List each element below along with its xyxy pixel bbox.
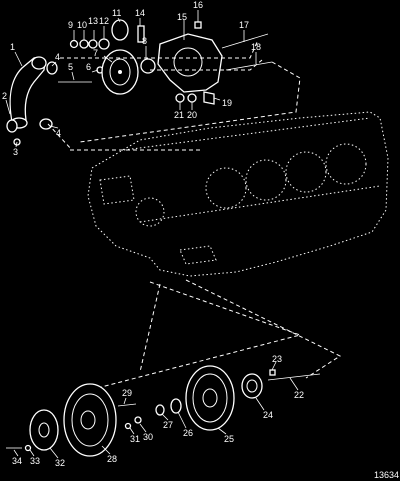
seal-24-inner	[246, 379, 258, 393]
hose-clamp-lower	[39, 118, 53, 130]
stud-29	[117, 403, 137, 407]
callout-30: 30	[143, 432, 153, 442]
key-23	[269, 369, 276, 376]
washer-20	[187, 93, 197, 103]
callout-24: 24	[263, 410, 273, 420]
crankshaft-pulley-hub	[80, 410, 96, 430]
front-bore	[135, 197, 165, 227]
callout-2: 2	[2, 91, 7, 101]
callout-32: 32	[55, 458, 65, 468]
washer-30	[134, 416, 142, 424]
bolt-27	[155, 404, 165, 416]
callout-14: 14	[135, 8, 145, 18]
harmonic-balancer-ring	[192, 373, 228, 423]
bearing-12	[98, 38, 110, 50]
harmonic-balancer	[185, 365, 235, 431]
callout-34: 34	[12, 456, 22, 466]
callout-4-upper: 4	[55, 52, 60, 62]
callout-28: 28	[107, 454, 117, 464]
callout-5: 5	[68, 62, 73, 72]
callout-22: 22	[294, 390, 304, 400]
callout-19: 19	[222, 98, 232, 108]
stud-17	[221, 33, 269, 49]
callout-3: 3	[13, 147, 18, 157]
callout-25: 25	[224, 434, 234, 444]
callout-26: 26	[183, 428, 193, 438]
hose-clamp-left	[6, 119, 18, 133]
callout-12: 12	[99, 16, 109, 26]
pulley-32-hub	[38, 422, 50, 438]
lower-dashed-guides	[89, 279, 342, 391]
washer-26	[170, 398, 182, 414]
stud-18	[225, 61, 273, 71]
callout-6: 6	[86, 62, 91, 72]
callout-1: 1	[10, 42, 15, 52]
washer-31	[124, 422, 132, 430]
leader-lines	[5, 10, 299, 459]
seal-24	[241, 373, 263, 399]
key-14	[137, 25, 145, 43]
figure-reference-number: 13634	[374, 470, 399, 480]
gasket-19	[203, 91, 215, 105]
callout-11: 11	[112, 8, 121, 18]
callout-33: 33	[30, 456, 40, 466]
callout-29: 29	[122, 388, 132, 398]
hose-end-top	[31, 56, 47, 70]
upper-assembly	[6, 19, 273, 146]
water-pump-seal	[140, 58, 156, 74]
hose-clamp-upper	[46, 61, 58, 75]
crankshaft-pulley-ring	[71, 393, 109, 447]
callout-numbers: 1 2 3 4 4 5 6 7 8 9 10 13 12 11 14 15 16…	[2, 0, 304, 468]
pulley-32	[29, 409, 59, 451]
washer-9	[69, 39, 79, 49]
callout-16: 16	[193, 0, 203, 10]
callout-7: 7	[93, 48, 98, 58]
cylinder-bore-4	[325, 143, 367, 185]
washer-13	[88, 39, 98, 49]
lower-assembly	[6, 365, 321, 457]
callout-13: 13	[88, 16, 98, 26]
callout-21: 21	[174, 110, 184, 120]
callout-8: 8	[142, 36, 147, 46]
engine-block	[87, 111, 389, 277]
pump-pulley-hub	[118, 70, 122, 74]
nut-10	[79, 39, 89, 49]
washer-21	[175, 93, 185, 103]
callout-9: 9	[68, 20, 73, 30]
callout-27: 27	[163, 420, 173, 430]
water-pump-body	[157, 33, 223, 93]
hub-11	[111, 19, 129, 41]
callout-4-lower: 4	[56, 128, 61, 138]
bolt-22	[267, 373, 321, 381]
upper-dashed-guides	[47, 39, 301, 151]
callout-31: 31	[130, 434, 140, 444]
callout-18: 18	[251, 42, 261, 52]
harmonic-balancer-hub	[202, 388, 218, 408]
fitting-16	[194, 21, 202, 29]
cylinder-bore-2	[245, 159, 287, 201]
water-pump-impeller	[173, 47, 203, 77]
cylinder-bore-1	[205, 167, 247, 209]
pump-pulley-inner	[109, 58, 131, 86]
cylinder-bore-3	[285, 151, 327, 193]
callout-20: 20	[187, 110, 197, 120]
callout-15: 15	[177, 12, 187, 22]
callout-17: 17	[239, 20, 249, 30]
callout-23: 23	[272, 354, 282, 364]
washer-33	[24, 444, 32, 452]
callout-10: 10	[77, 20, 87, 30]
